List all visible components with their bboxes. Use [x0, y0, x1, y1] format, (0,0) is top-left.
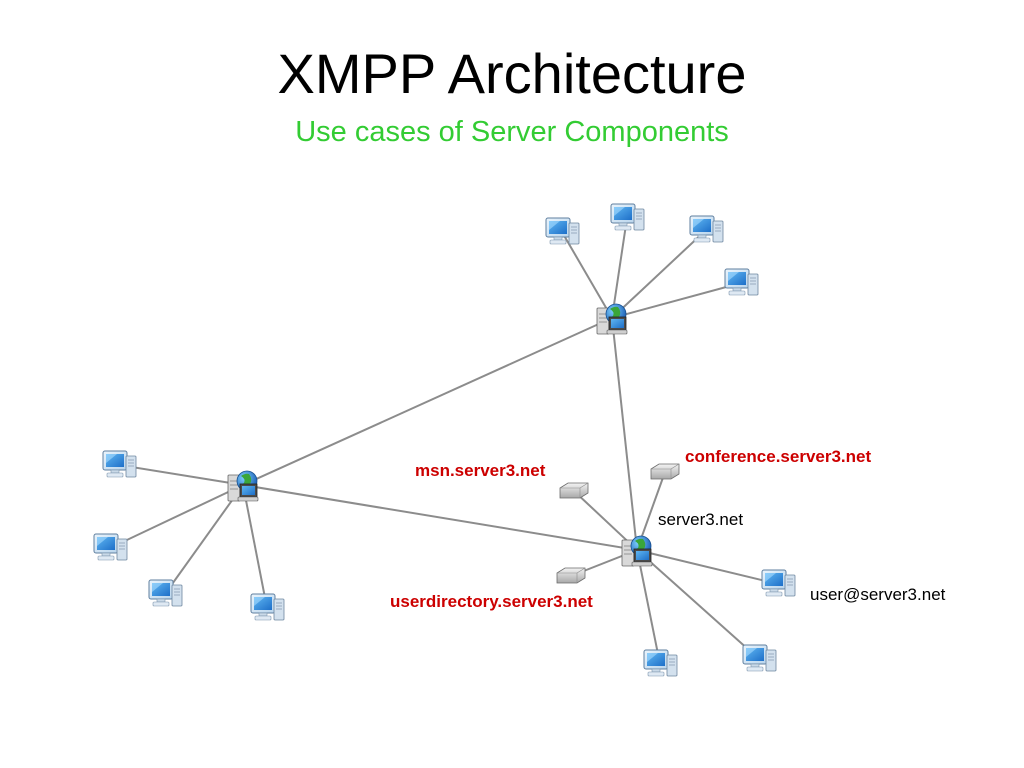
link-serverA-serverC [611, 317, 638, 551]
computer-icon [93, 533, 128, 561]
computer-icon [102, 450, 137, 478]
link-serverB-client-4 [242, 484, 268, 609]
component-device-icon [650, 463, 680, 480]
link-serverB-client-3 [164, 484, 244, 595]
server-globe-icon [227, 470, 259, 502]
slide-subtitle: Use cases of Server Components [295, 116, 729, 148]
link-serverA-client-3 [611, 229, 707, 319]
component-device-icon [559, 482, 589, 499]
link-serverC-client-3 [636, 549, 661, 665]
slide-title: XMPP Architecture [277, 42, 747, 105]
link-serverB-client-2 [109, 484, 244, 549]
computer-icon [761, 569, 796, 597]
link-serverC-client-1 [636, 549, 779, 585]
computer-icon [643, 649, 678, 677]
link-serverA-client-2 [611, 217, 628, 319]
label-conference-component: conference.server3.net [685, 447, 871, 466]
link-serverB-serverC [242, 484, 638, 551]
computer-icon [250, 593, 285, 621]
link-serverB-client-1 [118, 464, 244, 486]
computer-icon [545, 217, 580, 245]
computer-icon [724, 268, 759, 296]
server-globe-icon [621, 535, 653, 567]
label-user-address: user@server3.net [810, 585, 946, 604]
computer-icon [148, 579, 183, 607]
label-msn-component: msn.server3.net [415, 461, 546, 480]
link-serverA-client-1 [561, 231, 613, 319]
server-globe-icon [596, 303, 628, 335]
computer-icon [610, 203, 645, 231]
label-userdirectory-component: userdirectory.server3.net [390, 592, 593, 611]
computer-icon [742, 644, 777, 672]
network-links [109, 217, 779, 665]
label-server-domain: server3.net [658, 510, 743, 529]
link-serverC-client-2 [636, 549, 760, 660]
component-device-icon [556, 567, 586, 584]
link-serverA-client-4 [611, 282, 742, 319]
computer-icon [689, 215, 724, 243]
link-serverA-serverB [242, 317, 613, 486]
